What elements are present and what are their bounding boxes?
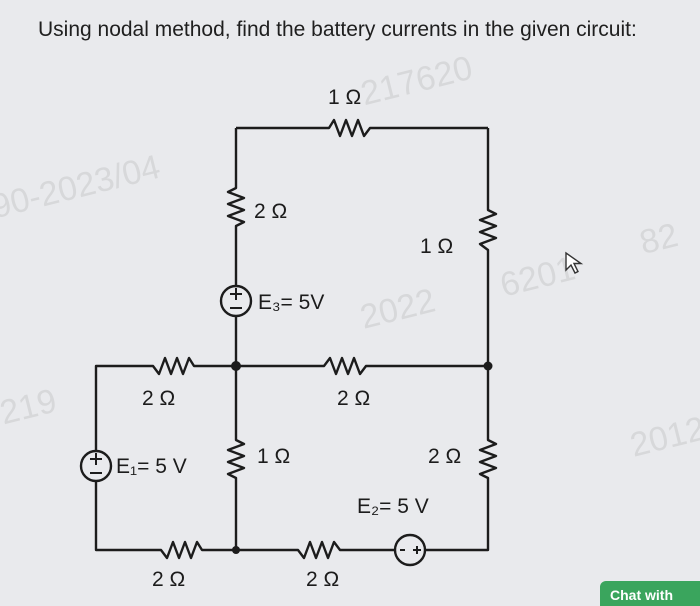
label-r-bottom-left: 2 Ω	[152, 568, 185, 591]
e2-source-icon	[393, 533, 427, 567]
chat-button[interactable]: Chat with	[600, 581, 700, 606]
wire-middle-left	[94, 356, 236, 452]
wire-upper-left	[226, 128, 246, 286]
label-r-center: 1 Ω	[257, 445, 290, 468]
e3-source-icon	[219, 284, 253, 318]
wire-top	[236, 118, 488, 138]
label-r-upper-left: 2 Ω	[254, 200, 287, 223]
mouse-pointer-icon	[565, 251, 584, 274]
question-text: Using nodal method, find the battery cur…	[38, 18, 637, 41]
label-r-lower-right: 2 Ω	[428, 445, 461, 468]
wire-bottom-right	[236, 540, 396, 560]
junction-dot	[231, 361, 241, 371]
wire-lower-right	[424, 366, 498, 552]
e1-source-icon	[79, 449, 113, 483]
junction-dot	[232, 546, 240, 554]
label-r-upper-right: 1 Ω	[420, 235, 453, 258]
label-e1: E₁= 5 V	[116, 455, 187, 478]
label-r-top: 1 Ω	[328, 86, 361, 109]
label-r-bottom-right: 2 Ω	[306, 568, 339, 591]
wire-upper-right	[478, 128, 498, 366]
wire-bottom-left	[94, 480, 236, 560]
wire-center	[226, 366, 246, 550]
label-r-middle-left: 2 Ω	[142, 387, 175, 410]
label-r-middle-right: 2 Ω	[337, 387, 370, 410]
wire-middle-right	[236, 356, 488, 376]
label-e2: E₂= 5 V	[357, 495, 429, 518]
label-e3: E₃= 5V	[258, 291, 324, 314]
junction-dot	[483, 361, 493, 371]
